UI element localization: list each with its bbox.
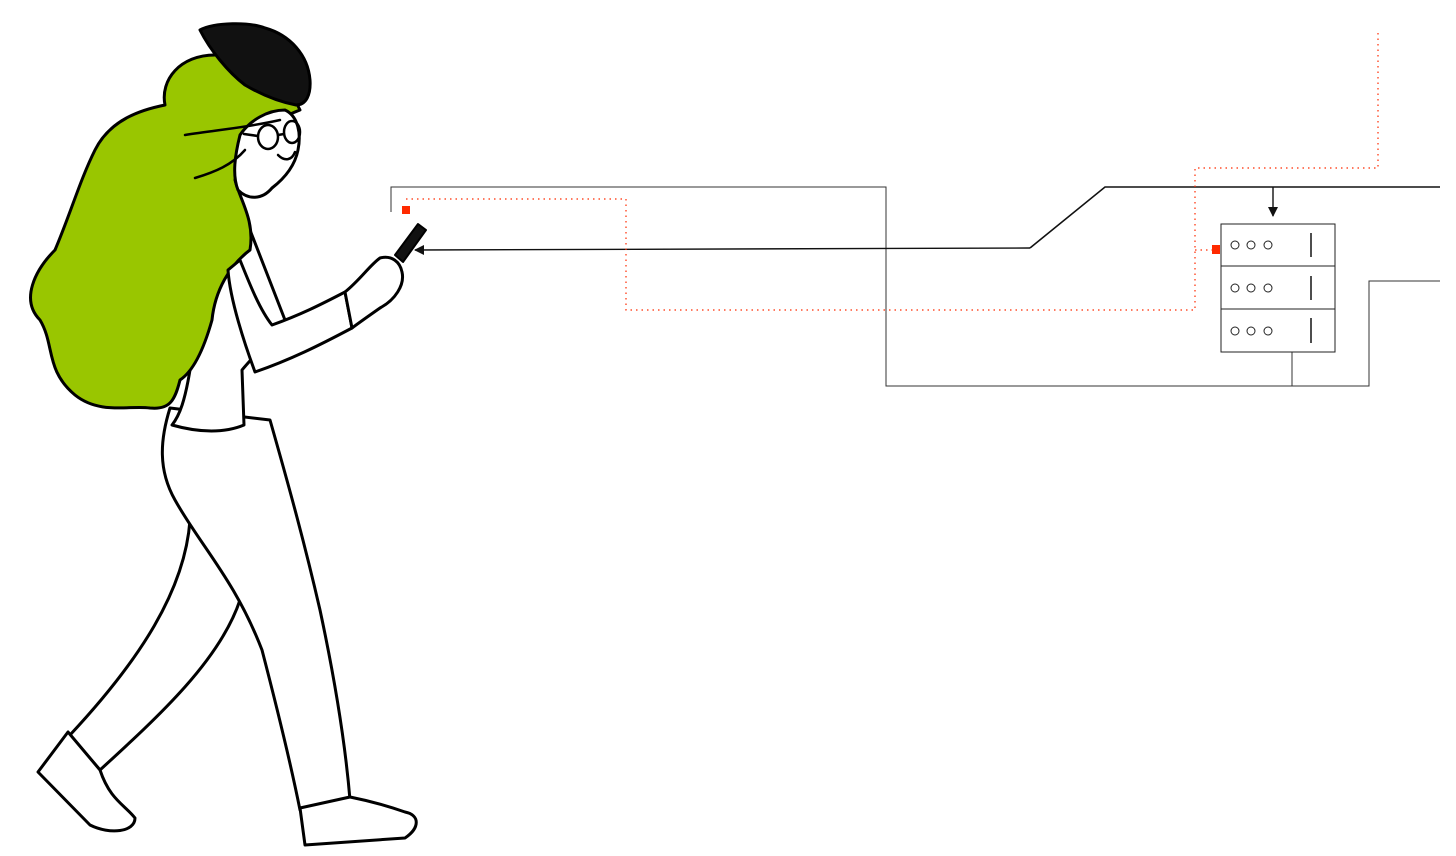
connector-lines xyxy=(390,186,1440,387)
hair-strand xyxy=(193,148,247,180)
incoming-line xyxy=(1029,186,1440,249)
smile xyxy=(276,150,297,161)
server-unit-1 xyxy=(1230,233,1312,257)
signal-marker-phone xyxy=(402,206,410,214)
cap-icon xyxy=(198,22,312,107)
front-leg xyxy=(160,406,352,812)
front-arm xyxy=(226,258,354,374)
signal-marker-server xyxy=(1212,245,1220,254)
hand xyxy=(343,255,405,330)
phone-icon xyxy=(394,223,427,263)
front-shoe-icon xyxy=(298,795,418,847)
outer-loop-line xyxy=(390,186,1440,387)
server-unit-3 xyxy=(1230,318,1312,343)
back-shoe-icon xyxy=(36,730,137,833)
server-unit-2 xyxy=(1230,276,1312,300)
glasses-icon xyxy=(242,119,302,151)
hair-strand xyxy=(183,118,282,137)
response-arrow xyxy=(414,244,1031,255)
server-rack-icon xyxy=(1220,223,1336,353)
hair xyxy=(29,53,302,410)
person-illustration xyxy=(29,22,427,847)
